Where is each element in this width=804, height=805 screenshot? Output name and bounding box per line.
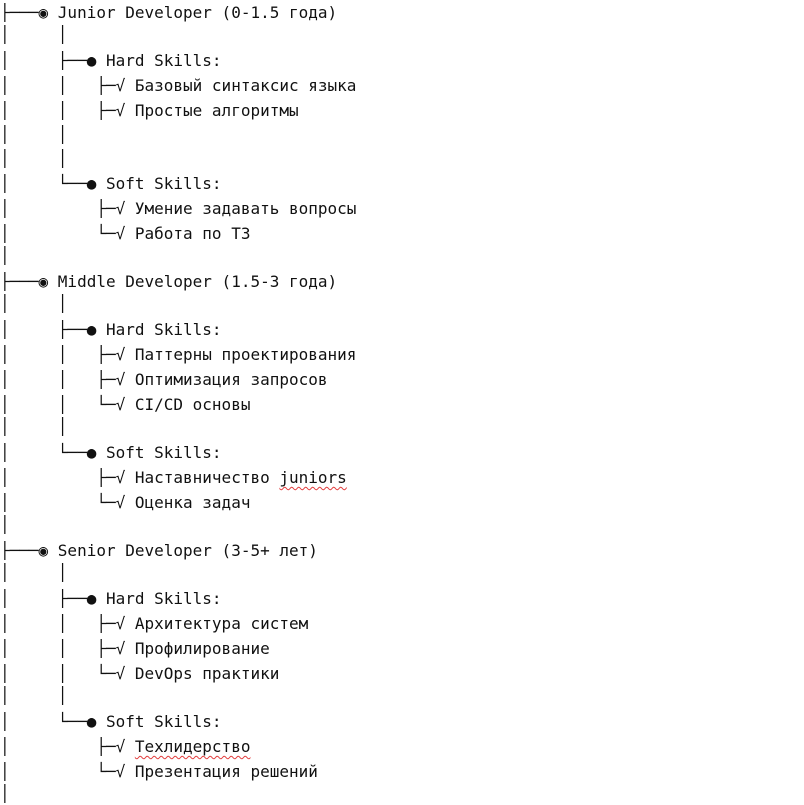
level-middle-line: ├───◉ Middle Developer (1.5-3 года) xyxy=(0,271,337,293)
middle-hard-skills-line: │ ├──● Hard Skills: xyxy=(0,319,222,341)
skill-item: │ └─√ Презентация решений xyxy=(0,761,318,783)
skill-label: Профилирование xyxy=(134,639,270,658)
tree-connector: │ │ ├─√ xyxy=(0,639,135,658)
skill-label: Паттерны проектирования xyxy=(134,345,357,364)
tree-spacer-line: │ xyxy=(0,514,10,536)
junior-soft-skills-line: │ └──● Soft Skills: xyxy=(0,173,222,195)
tree-connector: │ │ xyxy=(0,686,68,705)
skill-item: │ │ ├─√ Архитектура систем xyxy=(0,613,308,635)
tree-connector: │ │ ├─√ xyxy=(0,614,135,633)
tree-connector: │ └──● xyxy=(0,174,106,193)
tree-connector: │ └─√ xyxy=(0,762,135,781)
tree-connector: │ └─√ xyxy=(0,224,135,243)
tree-spacer-line: │ xyxy=(0,783,10,805)
tree-connector: │ └──● xyxy=(0,712,106,731)
skill-item: │ │ ├─√ Базовый синтаксис языка xyxy=(0,75,356,97)
tree-connector: │ ├─√ xyxy=(0,468,135,487)
level-junior-line: ├───◉ Junior Developer (0-1.5 года) xyxy=(0,2,337,24)
section-heading-hard-skills: Hard Skills: xyxy=(105,320,222,339)
tree-connector: │ │ ├─√ xyxy=(0,370,135,389)
tree-connector: │ ├─√ xyxy=(0,199,135,218)
tree-connector: ├───◉ xyxy=(0,3,58,22)
senior-soft-skills-line: │ └──● Soft Skills: xyxy=(0,711,222,733)
skill-item: │ ├─√ Техлидерство xyxy=(0,736,250,758)
skill-item: │ └─√ Работа по ТЗ xyxy=(0,223,250,245)
skill-item: │ │ └─√ CI/CD основы xyxy=(0,394,250,416)
skill-item: │ ├─√ Наставничество juniors xyxy=(0,467,347,489)
tree-connector: │ │ ├─√ xyxy=(0,345,135,364)
skill-item: │ ├─√ Умение задавать вопросы xyxy=(0,198,356,220)
skill-item: │ │ ├─√ Оптимизация запросов xyxy=(0,369,328,391)
skill-item: │ │ ├─√ Паттерны проектирования xyxy=(0,344,356,366)
tree-spacer-line: │ │ xyxy=(0,416,67,438)
tree-spacer-line: │ │ xyxy=(0,293,67,315)
tree-connector: │ │ └─√ xyxy=(0,395,135,414)
section-heading-soft-skills: Soft Skills: xyxy=(105,712,222,731)
skill-label: Простые алгоритмы xyxy=(134,101,299,120)
tree-connector: │ xyxy=(0,246,10,265)
tree-spacer-line: │ xyxy=(0,245,10,267)
tree-connector: │ xyxy=(0,515,10,534)
tree-spacer-line: │ │ xyxy=(0,562,67,584)
skill-label: Работа по ТЗ xyxy=(134,224,251,243)
misspelled-word[interactable]: juniors xyxy=(279,468,347,487)
tree-connector: │ │ xyxy=(0,563,68,582)
skill-label: DevOps практики xyxy=(134,664,280,683)
section-heading-hard-skills: Hard Skills: xyxy=(105,51,222,70)
tree-connector: │ │ ├─√ xyxy=(0,101,135,120)
tree-spacer-line: │ │ xyxy=(0,24,67,46)
tree-connector: ├───◉ xyxy=(0,272,58,291)
senior-hard-skills-line: │ ├──● Hard Skills: xyxy=(0,588,222,610)
tree-connector: │ ├─√ xyxy=(0,737,135,756)
section-heading-soft-skills: Soft Skills: xyxy=(105,174,222,193)
skill-label: Презентация решений xyxy=(134,762,318,781)
level-heading-middle: Middle Developer (1.5-3 года) xyxy=(57,272,338,291)
skill-label: CI/CD основы xyxy=(134,395,251,414)
skill-label: Наставничество xyxy=(134,468,280,487)
level-senior-line: ├───◉ Senior Developer (3-5+ лет) xyxy=(0,540,318,562)
skill-label: Оценка задач xyxy=(134,493,251,512)
skill-item: │ │ ├─√ Профилирование xyxy=(0,638,270,660)
tree-connector: │ ├──● xyxy=(0,51,106,70)
skill-label: Архитектура систем xyxy=(134,614,309,633)
skill-label: Оптимизация запросов xyxy=(134,370,328,389)
tree-connector: │ ├──● xyxy=(0,320,106,339)
level-heading-junior: Junior Developer (0-1.5 года) xyxy=(57,3,338,22)
tree-connector: │ └─√ xyxy=(0,493,135,512)
junior-hard-skills-line: │ ├──● Hard Skills: xyxy=(0,50,222,72)
tree-connector: │ │ ├─√ xyxy=(0,76,135,95)
skill-item: │ │ ├─√ Простые алгоритмы xyxy=(0,100,299,122)
section-heading-soft-skills: Soft Skills: xyxy=(105,443,222,462)
level-heading-senior: Senior Developer (3-5+ лет) xyxy=(57,541,318,560)
tree-spacer-line: │ │ xyxy=(0,124,67,146)
misspelled-word[interactable]: Техлидерство xyxy=(134,737,251,756)
skill-item: │ └─√ Оценка задач xyxy=(0,492,250,514)
tree-connector: │ │ xyxy=(0,417,68,436)
tree-connector: │ └──● xyxy=(0,443,106,462)
tree-connector: ├───◉ xyxy=(0,541,58,560)
tree-connector: │ │ xyxy=(0,294,68,313)
tree-connector: │ │ xyxy=(0,125,68,144)
skill-item: │ │ └─√ DevOps практики xyxy=(0,663,279,685)
tree-connector: │ │ └─√ xyxy=(0,664,135,683)
tree-connector: │ │ xyxy=(0,25,68,44)
tree-spacer-line: │ │ xyxy=(0,148,67,170)
middle-soft-skills-line: │ └──● Soft Skills: xyxy=(0,442,222,464)
skill-label: Базовый синтаксис языка xyxy=(134,76,357,95)
section-heading-hard-skills: Hard Skills: xyxy=(105,589,222,608)
tree-spacer-line: │ │ xyxy=(0,685,67,707)
skill-label: Умение задавать вопросы xyxy=(134,199,357,218)
tree-connector: │ ├──● xyxy=(0,589,106,608)
tree-connector: │ │ xyxy=(0,149,68,168)
